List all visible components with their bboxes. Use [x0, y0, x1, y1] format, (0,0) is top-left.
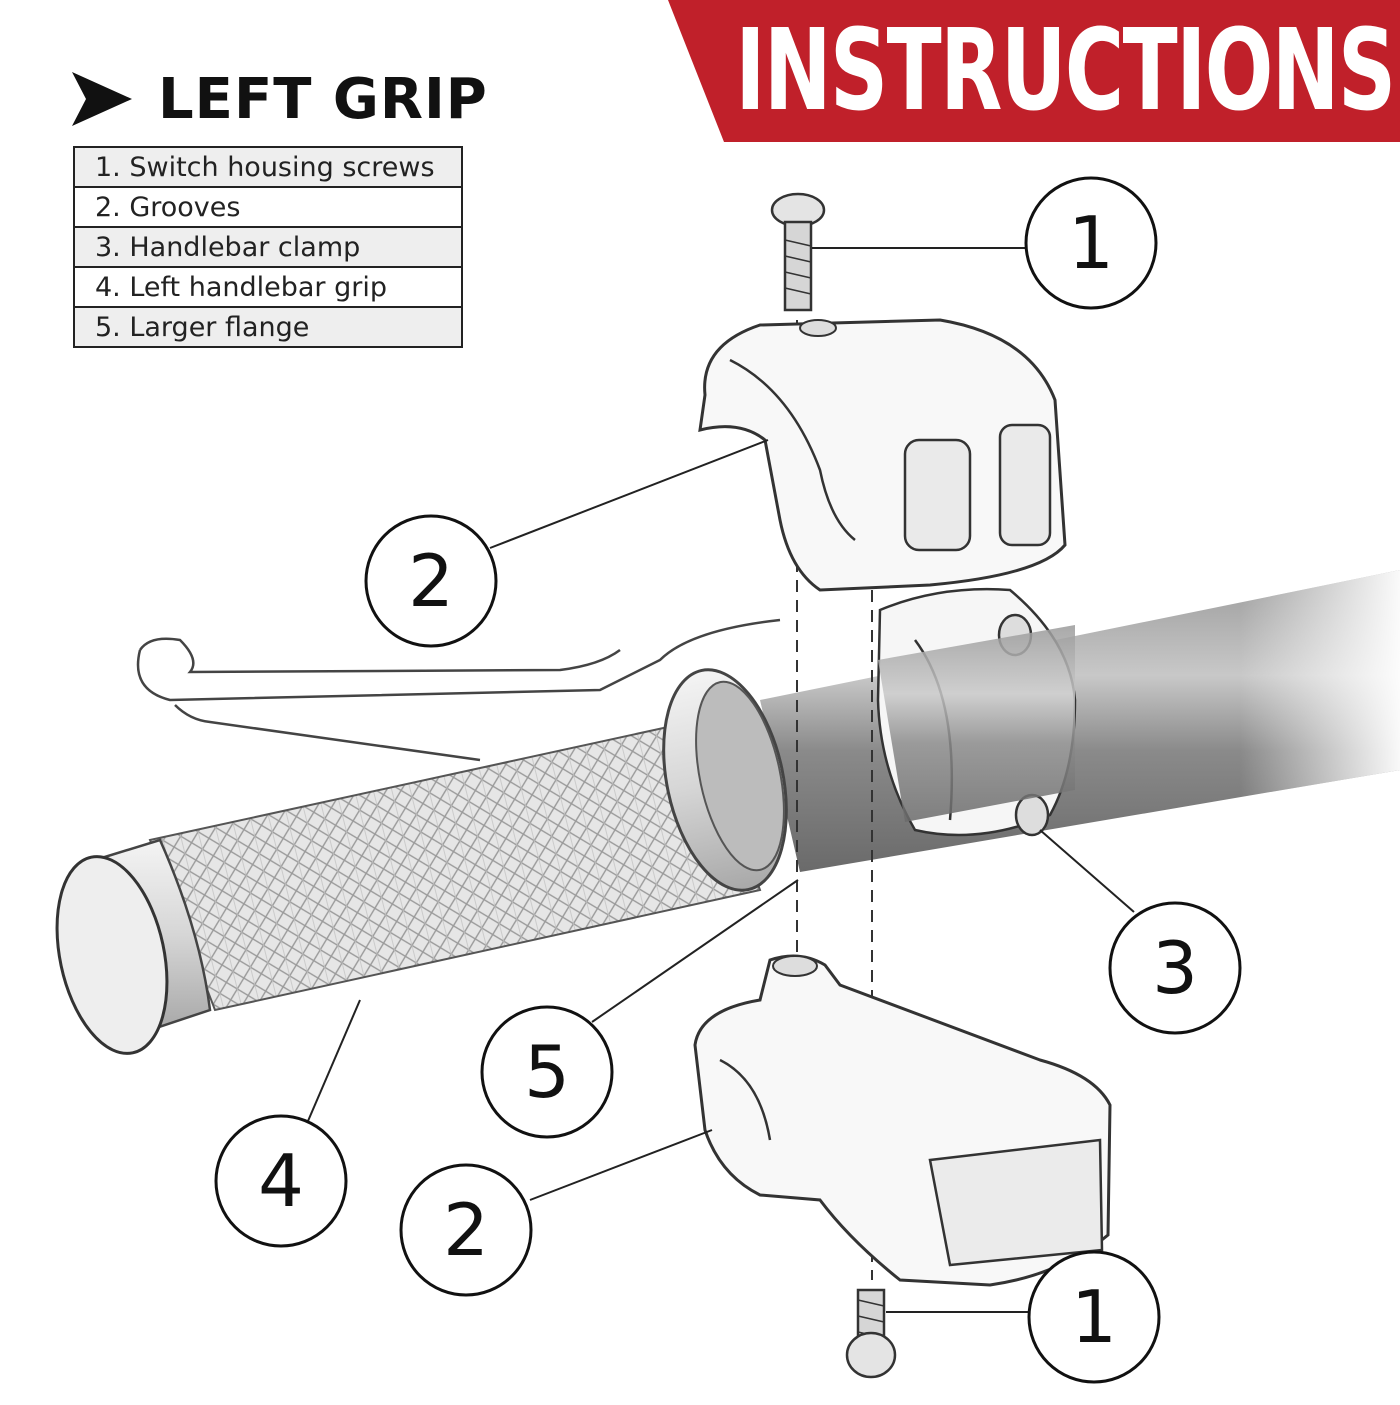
- callout-2-bottom: 2: [399, 1163, 533, 1297]
- bottom-switch-housing: [693, 954, 1112, 1287]
- section-heading: LEFT GRIP: [72, 62, 488, 136]
- legend-item: 4. Left handlebar grip: [75, 268, 461, 308]
- banner-title: INSTRUCTIONS: [735, 6, 1396, 136]
- callout-2-top-label: 2: [408, 539, 454, 623]
- callout-5-label: 5: [524, 1030, 570, 1114]
- callout-3: 3: [1108, 901, 1242, 1035]
- screw-top: [770, 192, 826, 312]
- callout-1-bottom: 1: [1027, 1250, 1161, 1384]
- banner-background: [668, 0, 1400, 142]
- parts-legend: 1. Switch housing screws 2. Grooves 3. H…: [73, 146, 463, 348]
- legend-item: 1. Switch housing screws: [75, 148, 461, 188]
- screw-bottom: [845, 1288, 897, 1379]
- top-switch-housing: [698, 318, 1067, 592]
- callout-5: 5: [480, 1005, 614, 1139]
- callout-1-top: 1: [1024, 176, 1158, 310]
- legend-item: 2. Grooves: [75, 188, 461, 228]
- callout-4: 4: [214, 1114, 348, 1248]
- legend-item: 3. Handlebar clamp: [75, 228, 461, 268]
- callout-3-label: 3: [1152, 926, 1198, 1010]
- brake-lever: [136, 618, 781, 762]
- handlebar-grip: [55, 668, 788, 1055]
- section-heading-text: LEFT GRIP: [158, 66, 488, 132]
- callout-2-top: 2: [364, 514, 498, 648]
- callout-4-label: 4: [258, 1139, 304, 1223]
- callout-1-bottom-label: 1: [1071, 1275, 1117, 1359]
- callout-2-bottom-label: 2: [443, 1188, 489, 1272]
- leader-lines: [304, 247, 1135, 1313]
- callout-1-top-label: 1: [1068, 201, 1114, 285]
- legend-item: 5. Larger flange: [75, 308, 461, 348]
- handlebar-tube: [760, 570, 1400, 872]
- arrow-right-icon: [72, 72, 132, 126]
